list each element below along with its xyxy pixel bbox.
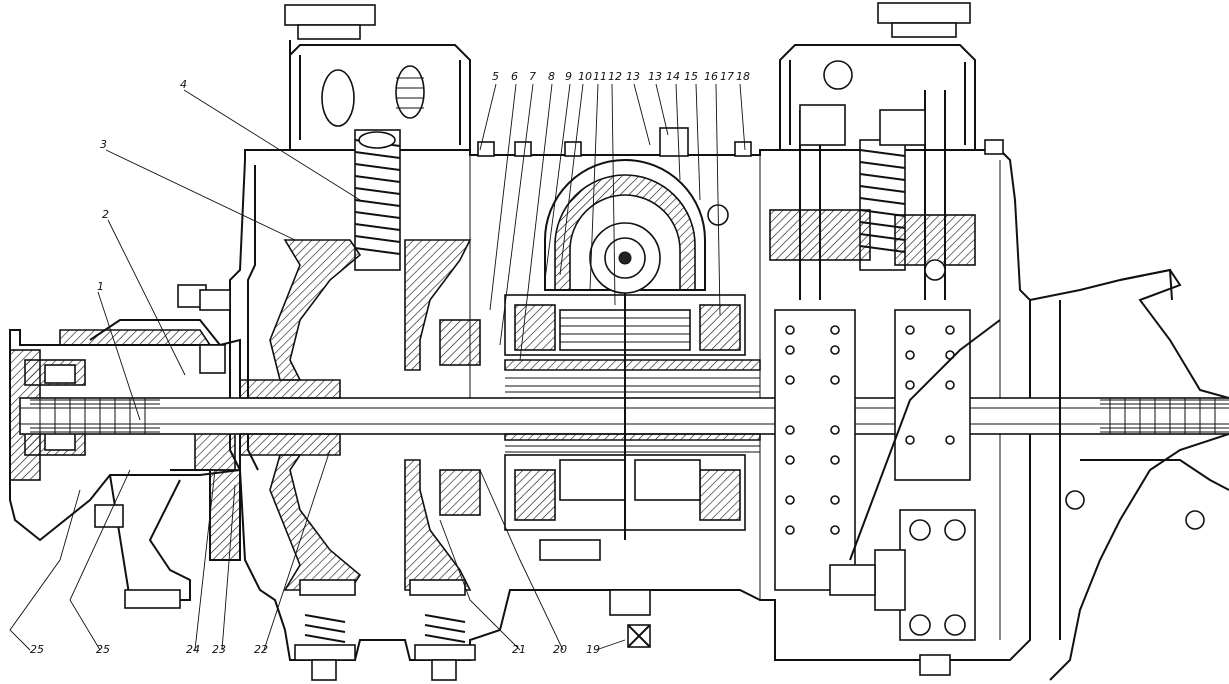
center-left-disc — [404, 239, 481, 596]
callout-8: 8 — [548, 70, 555, 83]
callout-2: 2 — [102, 208, 109, 221]
callout-7: 7 — [529, 70, 536, 83]
top-flange-bolts — [477, 127, 1004, 157]
callout-25-left: 25 — [30, 643, 44, 656]
callout-16: 16 — [704, 70, 718, 83]
callout-23: 23 — [212, 643, 226, 656]
left-end-cap — [9, 319, 241, 542]
left-gear-hub — [239, 239, 362, 596]
right-splines — [1100, 398, 1229, 434]
right-top-cover — [779, 2, 976, 150]
left-spring — [354, 129, 401, 271]
callout-12: 12 — [608, 70, 622, 83]
callout-11: 11 — [593, 70, 607, 83]
callout-14: 14 — [666, 70, 680, 83]
callout-21: 21 — [512, 643, 526, 656]
callout-17: 17 — [720, 70, 734, 83]
bottom-springs — [294, 614, 476, 681]
callout-13-top-second: 13 — [648, 70, 662, 83]
leader-lines — [9, 83, 746, 651]
friction-discs — [504, 290, 761, 540]
callout-18: 18 — [736, 70, 750, 83]
left-bolts — [177, 284, 231, 374]
callout-10: 10 — [578, 70, 592, 83]
callout-22: 22 — [254, 643, 268, 656]
callout-labels: 1 2 3 4 5 6 7 8 9 10 11 12 13 13 14 15 1… — [30, 70, 750, 656]
left-top-cover — [284, 4, 471, 150]
oil-pump — [544, 159, 729, 294]
left-splines — [30, 398, 160, 434]
callout-20: 20 — [553, 643, 567, 656]
valve-block — [769, 60, 976, 591]
callout-24: 24 — [186, 643, 200, 656]
output-housing — [849, 268, 1229, 681]
control-valve — [829, 509, 976, 676]
left-lower-flange — [94, 429, 241, 609]
callout-3: 3 — [100, 138, 107, 151]
callout-9: 9 — [565, 70, 572, 83]
callout-4: 4 — [180, 78, 187, 91]
callout-25-right: 25 — [96, 643, 110, 656]
callout-15: 15 — [684, 70, 698, 83]
callout-13-top: 13 — [626, 70, 640, 83]
drain-plug — [539, 539, 651, 648]
callout-5: 5 — [492, 70, 499, 83]
callout-19: 19 — [586, 643, 600, 656]
callout-6: 6 — [511, 70, 518, 83]
callout-1: 1 — [97, 280, 104, 293]
